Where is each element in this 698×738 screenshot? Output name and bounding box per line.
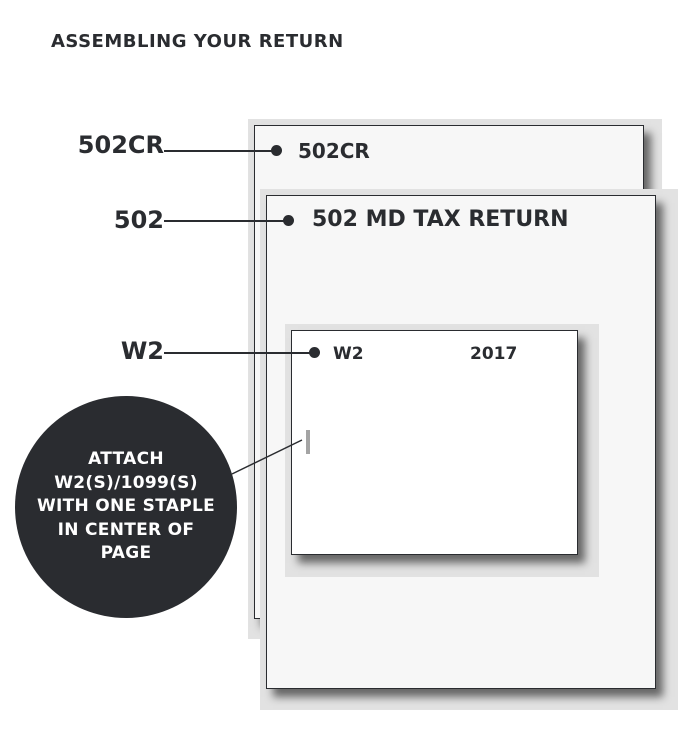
bullet-w2: [309, 347, 320, 358]
callout-line: ATTACH: [88, 449, 164, 470]
callout-line: PAGE: [100, 543, 152, 564]
leader-line-502cr: [164, 150, 276, 152]
page-title: ASSEMBLING YOUR RETURN: [51, 31, 344, 52]
side-label-502: 502: [113, 206, 164, 234]
leader-line-502: [164, 220, 288, 222]
side-label-502cr: 502CR: [77, 131, 164, 159]
sheet-label-w2-year: 2017: [470, 344, 518, 364]
staple-icon: [306, 430, 310, 454]
side-label-w2: W2: [120, 337, 164, 365]
bullet-502cr: [271, 145, 282, 156]
staple-instruction-callout: ATTACH W2(S)/1099(S) WITH ONE STAPLE IN …: [15, 396, 237, 618]
sheet-label-w2: W2: [333, 344, 364, 364]
sheet-label-502cr: 502CR: [298, 139, 370, 163]
callout-line: W2(S)/1099(S): [54, 472, 198, 493]
leader-line-w2: [164, 352, 314, 354]
form-w2-sheet: [291, 330, 578, 555]
bullet-502: [283, 215, 294, 226]
callout-line: IN CENTER OF: [57, 519, 195, 540]
sheet-label-502: 502 MD TAX RETURN: [312, 207, 569, 232]
callout-line: WITH ONE STAPLE: [36, 496, 216, 517]
staple-instruction-text: ATTACH W2(S)/1099(S) WITH ONE STAPLE IN …: [26, 448, 226, 566]
